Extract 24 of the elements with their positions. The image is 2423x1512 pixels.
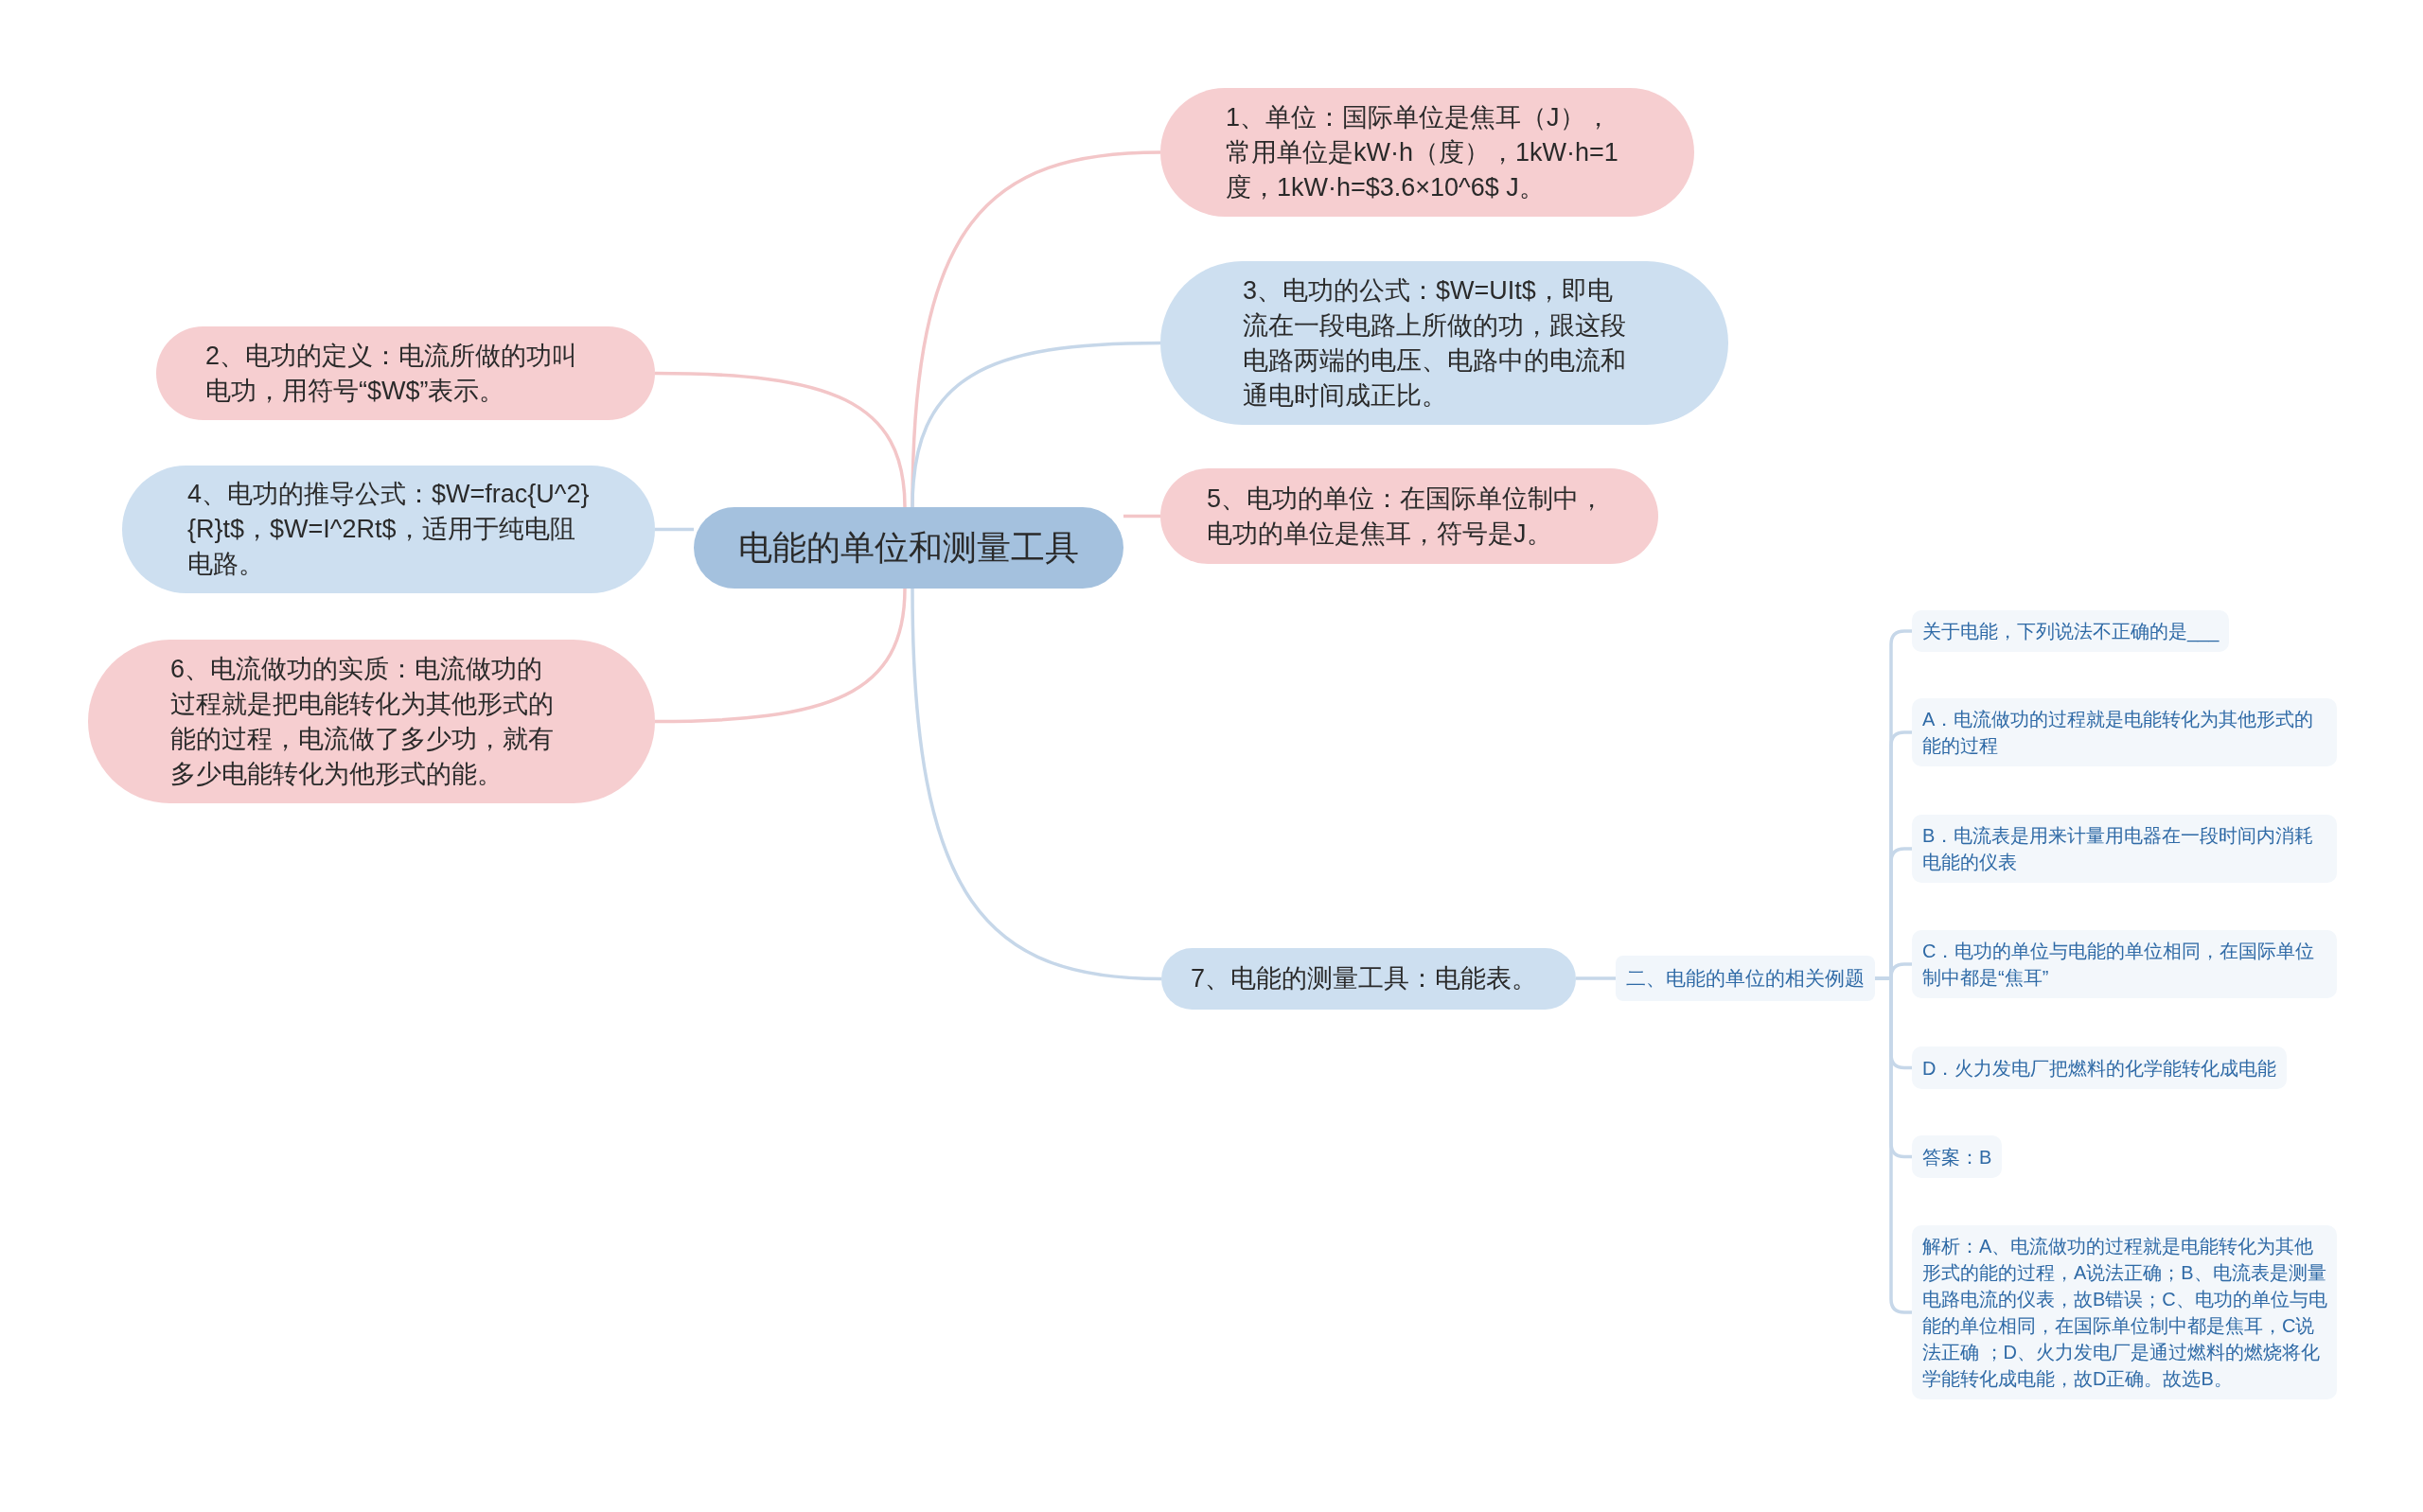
note-box: A．电流做功的过程就是电能转化为其他形式的能的过程 [1912,698,2337,766]
note-box: 答案：B [1912,1135,2003,1178]
topic-pill: 3、电功的公式：$W=UIt$，即电流在一段电路上所做的功，跟这段电路两端的电压、电路中的电流和通电时间成正比。 [1160,261,1728,425]
branch-line [654,371,907,508]
topic-pill: 4、电功的推导公式：$W=frac{U^2}{R}t$，$W=I^2Rt$，适用于纯电阻电路。 [122,466,655,593]
branch-line [655,527,694,532]
note-box: 解析：A、电流做功的过程就是电能转化为其他形式的能的过程，A说法正确；B、电流表是测量电路电流的仪表，故B错误；C、电功的单位与电能的单位相同，在国际单位制中都是焦耳，C说法正确 ；D、火力发电厂是通过燃料的燃烧将化学能转化成电能，故D正确。故选B。 [1912,1225,2337,1399]
branch-line [1875,976,1912,1314]
branch-line [911,588,1162,981]
topic-pill: 7、电能的测量工具：电能表。 [1161,948,1576,1010]
note-box: C．电功的单位与电能的单位相同，在国际单位制中都是“焦耳” [1912,930,2337,998]
note-box: D．火力发电厂把燃料的化学能转化成电能 [1912,1046,2288,1089]
note-box: 关于电能，下列说法不正确的是___ [1912,610,2230,652]
topic-pill: 5、电功的单位：在国际单位制中，电功的单位是焦耳，符号是J。 [1160,468,1658,564]
topic-pill: 2、电功的定义：电流所做的功叫电功，用符号“$W$”表示。 [156,326,655,420]
note-box: B．电流表是用来计量用电器在一段时间内消耗电能的仪表 [1912,815,2337,883]
central-topic: 电能的单位和测量工具 [694,507,1123,589]
branch-line [654,588,907,724]
branch-line [1123,514,1160,519]
branch-line [1576,976,1616,980]
branch-label: 二、电能的单位的相关例题 [1616,956,1875,1001]
branch-line [911,341,1161,508]
topic-pill: 1、单位：国际单位是焦耳（J），常用单位是kW·h（度），1kW·h=1度，1kW·h=$3.6×10^6$ J。 [1160,88,1694,217]
topic-pill: 6、电流做功的实质：电流做功的过程就是把电能转化为其他形式的能的过程，电流做了多少功，就有多少电能转化为他形式的能。 [88,640,655,803]
